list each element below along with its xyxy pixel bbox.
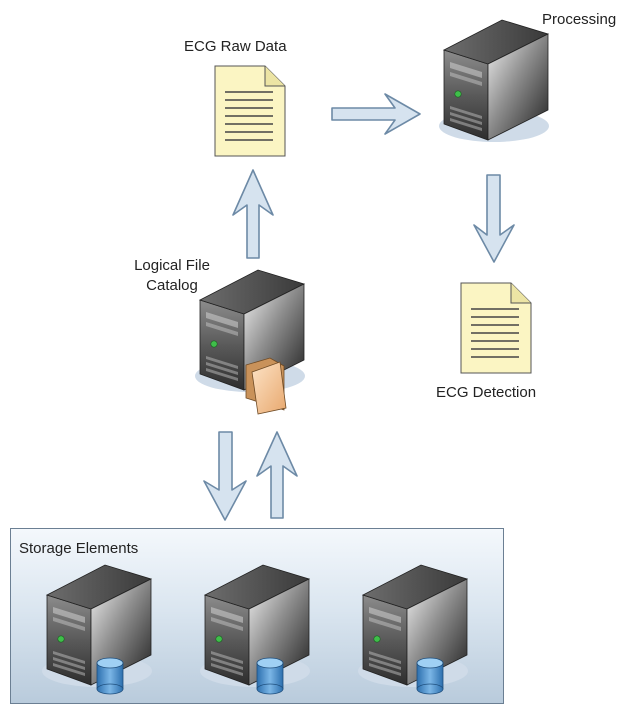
ecg-detection-label: ECG Detection	[436, 384, 537, 401]
database-icon	[96, 657, 124, 695]
arrow-catalog-to-raw-data	[232, 169, 274, 259]
arrow-storage-to-catalog	[256, 431, 298, 519]
processing-label: Processing	[542, 11, 617, 28]
processing-server	[438, 19, 550, 143]
storage-elements-panel: Storage Elements	[10, 528, 504, 704]
database-icon	[416, 657, 444, 695]
arrow-raw-to-processing	[331, 93, 421, 135]
folder-icon	[245, 357, 287, 415]
logical-file-catalog-label-line1: Logical File	[134, 257, 210, 274]
ecg-raw-data-document	[214, 65, 286, 157]
logical-file-catalog-label-line2: Catalog	[146, 277, 198, 294]
storage-servers	[41, 564, 469, 695]
storage-server-2	[199, 564, 311, 688]
arrow-processing-to-detection	[473, 174, 515, 263]
storage-elements-title: Storage Elements	[19, 540, 139, 557]
database-icon	[256, 657, 284, 695]
storage-server-3	[357, 564, 469, 688]
ecg-detection-document	[460, 282, 532, 374]
ecg-raw-data-label: ECG Raw Data	[184, 38, 287, 55]
arrow-catalog-to-storage	[203, 431, 247, 521]
